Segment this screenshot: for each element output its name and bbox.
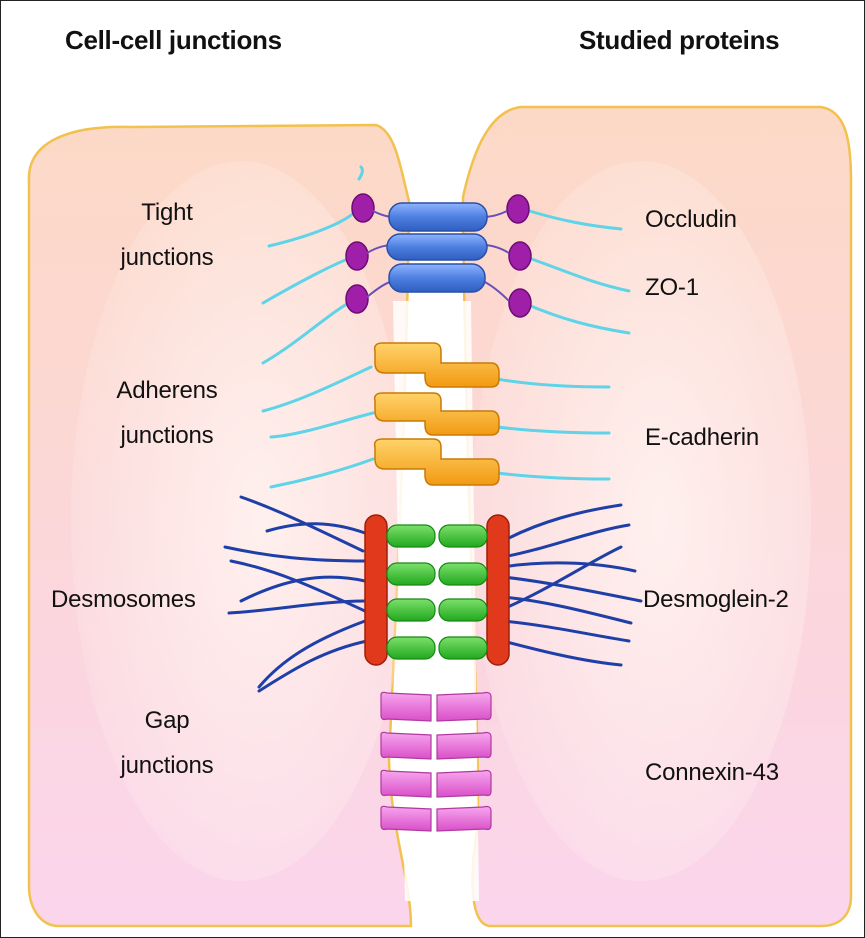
gap-junctions-label-line1: Gap [101, 705, 233, 736]
adherens-junctions [375, 343, 499, 485]
e-cadherin-label: E-cadherin [645, 422, 759, 453]
connexin43-label: Connexin-43 [645, 757, 779, 788]
zo1-label: ZO-1 [645, 272, 699, 303]
adherens-junctions-label-line2: junctions [97, 420, 237, 451]
gap-junctions-label-line2: junctions [101, 750, 233, 781]
occludin-label: Occludin [645, 204, 737, 235]
tight-junctions-label-line2: junctions [101, 242, 233, 273]
right-column-heading: Studied proteins [579, 25, 779, 56]
adherens-junctions-label-line1: Adherens [97, 375, 237, 406]
tight-junctions-label: Tight junctions [101, 197, 233, 273]
gap-junctions-label: Gap junctions [101, 705, 233, 781]
adherens-junctions-label: Adherens junctions [97, 375, 237, 451]
left-column-heading: Cell-cell junctions [65, 25, 282, 56]
tight-junction-strands [387, 203, 487, 292]
desmoglein2-label: Desmoglein-2 [643, 584, 789, 615]
desmosomes-label: Desmosomes [51, 584, 196, 615]
tight-junctions-label-line1: Tight [101, 197, 233, 228]
